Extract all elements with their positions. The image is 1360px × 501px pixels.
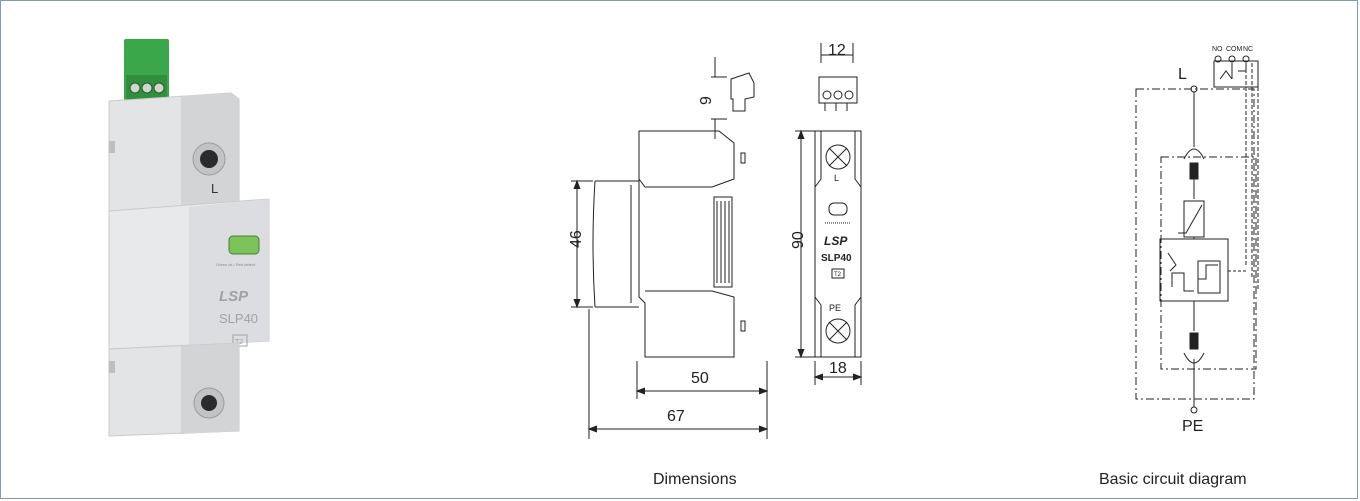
dim-50-label: 50 [691,370,709,387]
dim-18-label: 18 [829,360,847,377]
plug-front-view [818,76,858,104]
model-label: SLP40 [219,311,258,326]
side-view-lower [638,131,735,358]
thermal-disconnector [1159,238,1229,302]
dimension-drawing: 9 46 50 67 12 [549,39,879,449]
node-pe: PE [1182,418,1203,435]
line-label: L [211,181,218,196]
brand-logo: LSP [219,288,249,305]
surge-protector-image: L Green ok / Red defect LSP SLP40 T2 [108,39,270,437]
contact-com: COM [1226,46,1243,53]
circuit-diagram: NO COM NC L [1106,39,1286,439]
front-model: SLP40 [821,253,852,264]
front-badge: T2 [834,272,842,278]
status-window [228,235,260,255]
contact-nc: NC [1243,46,1253,53]
dim-67-label: 67 [667,408,685,425]
product-illustration: L Green ok / Red defect LSP SLP40 T2 [81,31,301,451]
outer-enclosure [1135,88,1255,400]
dimensions-caption: Dimensions [653,471,737,488]
plug-side-view [730,72,755,112]
circuit-caption: Basic circuit diagram [1099,471,1247,488]
side-view-upper [638,130,735,188]
dim-46-label: 46 [568,230,585,248]
front-top-label: L [834,173,839,183]
indicator-text: Green ok / Red defect [216,262,256,267]
node-l: L [1178,66,1187,83]
dim-90-label: 90 [790,231,807,249]
remote-contact-box [1213,60,1259,88]
front-brand: LSP [824,234,848,248]
dim-9-label: 9 [698,96,715,105]
contact-no: NO [1212,46,1223,53]
front-bottom-label: PE [829,303,841,313]
dim-12-label: 12 [828,42,846,59]
